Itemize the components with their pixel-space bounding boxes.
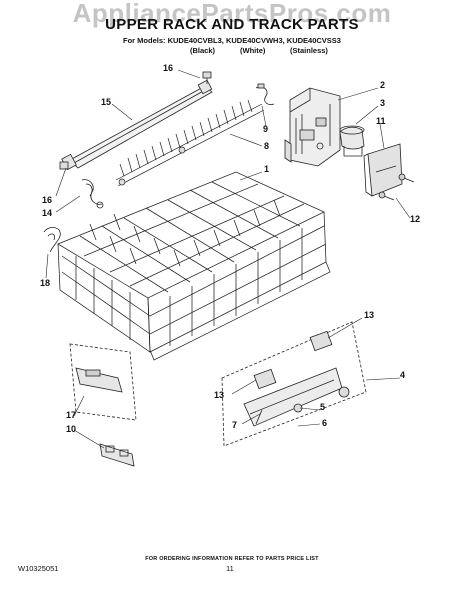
variant-stainless: (Stainless) [290,46,328,55]
callout-7: 7 [232,420,238,430]
variant-black: (Black) [190,46,216,55]
callout-2: 2 [380,80,386,90]
callout-18: 18 [40,278,51,288]
coupling-part [339,125,365,157]
callout-15: 15 [101,97,112,107]
dashed-group-4 [221,321,367,447]
clip-part-9 [255,83,275,105]
upper-rack-basket [57,171,331,361]
callout-16: 16 [163,63,174,73]
callout-12: 12 [410,214,421,224]
end-cap-part-top [202,71,212,84]
manifold-housing-part [284,87,341,167]
model-list: For Models: KUDE40CVBL3, KUDE40CVWH3, KU… [123,36,341,45]
callout-3: 3 [380,98,386,108]
rail-end-part [75,367,123,393]
callout-5: 5 [320,402,326,412]
callout-4: 4 [400,370,406,380]
watermark: AppliancePartsPros.com [72,0,392,28]
callout-11: 11 [376,116,386,126]
bracket-part [363,143,403,197]
stop-clip-part [99,443,135,467]
callout-14: 14 [42,208,53,218]
leader-lines [45,69,411,449]
callout-10: 10 [66,424,77,434]
tine-row-part [115,99,265,187]
callout-13-lower: 13 [214,390,225,400]
variant-white: (White) [240,46,266,55]
callout-17: 17 [66,410,77,420]
screw-part [378,173,415,201]
callout-1: 1 [264,164,270,174]
hook-part [43,227,61,253]
document-id: W10325051 [18,564,59,573]
end-cap-part-bottom [59,161,69,170]
ordering-note: FOR ORDERING INFORMATION REFER TO PARTS … [145,556,319,562]
callout-9: 9 [263,124,269,134]
adjuster-part [243,330,350,427]
clip-part [81,179,104,209]
dashed-group-17 [69,343,137,421]
callout-16-lower: 16 [42,195,53,205]
callout-13-upper: 13 [364,310,375,320]
page-number: 11 [226,564,234,573]
callout-8: 8 [264,141,270,151]
page-title: UPPER RACK AND TRACK PARTS [105,16,359,33]
callout-6: 6 [322,418,328,428]
